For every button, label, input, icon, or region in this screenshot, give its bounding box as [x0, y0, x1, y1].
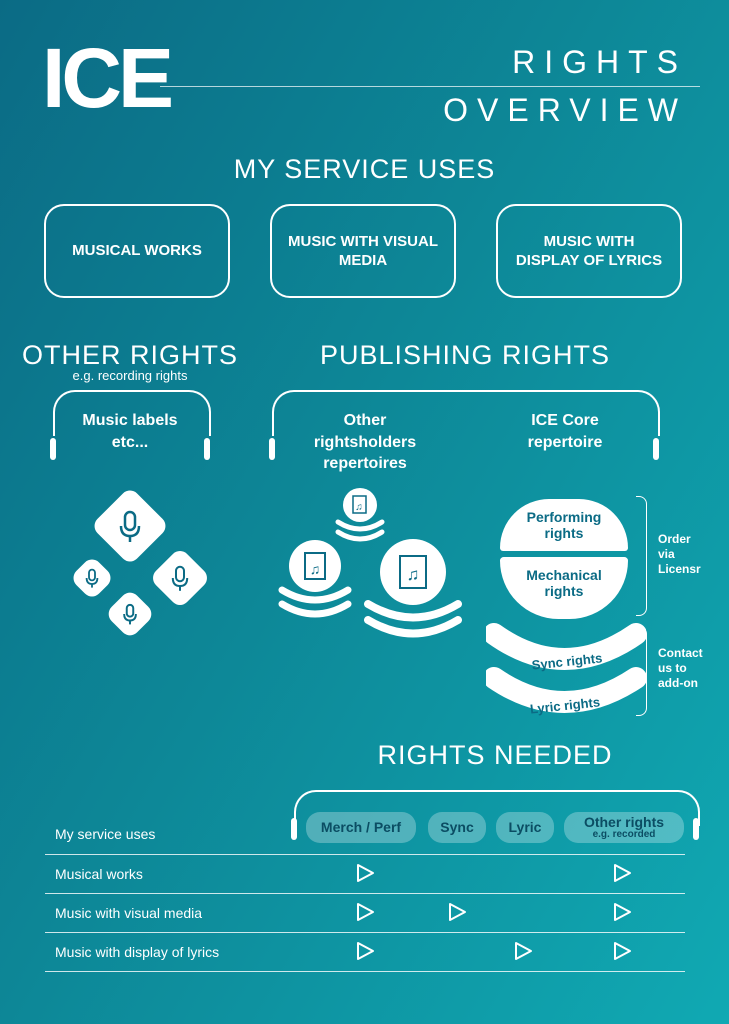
- mechanical-rights-half: Mechanical rights: [500, 557, 628, 619]
- microphone-icon: [85, 568, 99, 588]
- contact-brace: [636, 626, 647, 716]
- use-box-musical-works: MUSICAL WORKS: [44, 204, 230, 298]
- play-mark-icon: [614, 903, 631, 921]
- other-rights-bracket: [53, 390, 211, 436]
- rights-needed-bracket: [294, 790, 700, 826]
- other-rights-heading: OTHER RIGHTS: [21, 340, 238, 370]
- pill-label: Other rights: [583, 813, 665, 830]
- bracket-cap: [653, 438, 659, 460]
- mechanical-rights-label: Mechanical rights: [526, 566, 602, 599]
- title-line-1: RIGHTS: [512, 44, 687, 80]
- order-via-licensr-note: Order via Licensr: [658, 532, 701, 576]
- pill-label: Merch / Perf: [320, 819, 402, 836]
- music-labels-label: Music labels etc...: [82, 412, 178, 451]
- bracket-cap: [50, 438, 56, 460]
- mic-diamond-left: [69, 555, 115, 601]
- performing-rights-half: Performing rights: [500, 499, 628, 551]
- other-rights-subheading: e.g. recording rights: [72, 368, 188, 383]
- play-mark-icon: [614, 942, 631, 960]
- microphone-icon: [171, 565, 189, 591]
- pill-label: Sync: [440, 819, 474, 836]
- ice-logo: ICE: [42, 31, 174, 125]
- svg-text:♫: ♫: [407, 565, 420, 584]
- performing-rights-label: Performing rights: [526, 508, 602, 541]
- play-mark-icon: [357, 864, 374, 882]
- svg-text:♫: ♫: [310, 561, 321, 577]
- title-divider: [160, 86, 700, 87]
- table-row-label: Music with display of lyrics: [55, 944, 220, 960]
- bracket-cap: [269, 438, 275, 460]
- rights-needed-heading: RIGHTS NEEDED: [377, 740, 613, 770]
- table-row-label: Music with visual media: [55, 905, 203, 921]
- play-mark-icon: [357, 903, 374, 921]
- bracket-cap: [204, 438, 210, 460]
- sync-lyric-bands: [486, 623, 646, 713]
- bracket-cap: [291, 818, 297, 840]
- other-rightsholders-label: Other rightsholders repertoires: [313, 412, 417, 473]
- mic-diamond-right: [148, 546, 212, 610]
- mic-diamond-large: [90, 486, 170, 566]
- pill-sublabel: e.g. recorded: [592, 828, 656, 840]
- use-box-visual-media: MUSIC WITH VISUAL MEDIA: [270, 204, 456, 298]
- title-line-2: OVERVIEW: [443, 92, 687, 128]
- use-box-lyrics: MUSIC WITH DISPLAY OF LYRICS: [496, 204, 682, 298]
- service-uses-column-label: My service uses: [55, 826, 156, 842]
- pill-merch-perf: Merch / Perf: [306, 812, 416, 843]
- bracket-cap: [693, 818, 699, 840]
- publishing-rights-bracket: [272, 390, 660, 436]
- table-divider: [45, 893, 685, 894]
- order-brace: [636, 496, 647, 616]
- play-mark-icon: [515, 942, 532, 960]
- svg-text:♫: ♫: [355, 502, 363, 513]
- other-repertoire-stacks: ♫ ♫ ♫: [278, 488, 462, 638]
- pill-label: Lyric: [508, 819, 542, 836]
- table-divider: [45, 971, 685, 972]
- contact-note: Contact us to add-on: [658, 646, 703, 690]
- pill-lyric: Lyric: [496, 812, 554, 843]
- table-divider: [45, 854, 685, 855]
- play-mark-icon: [357, 942, 374, 960]
- table-divider: [45, 932, 685, 933]
- ice-core-label: ICE Core repertoire: [527, 412, 603, 451]
- microphone-icon: [119, 510, 141, 542]
- table-row-label: Musical works: [55, 866, 143, 882]
- mic-diamond-bottom: [104, 588, 156, 640]
- pill-other-rights: Other rights e.g. recorded: [564, 812, 684, 843]
- publishing-rights-heading: PUBLISHING RIGHTS: [319, 340, 611, 370]
- service-uses-heading: MY SERVICE USES: [233, 154, 496, 184]
- microphone-icon: [123, 603, 137, 625]
- play-mark-icon: [614, 864, 631, 882]
- pill-sync: Sync: [428, 812, 486, 843]
- play-mark-icon: [449, 903, 466, 921]
